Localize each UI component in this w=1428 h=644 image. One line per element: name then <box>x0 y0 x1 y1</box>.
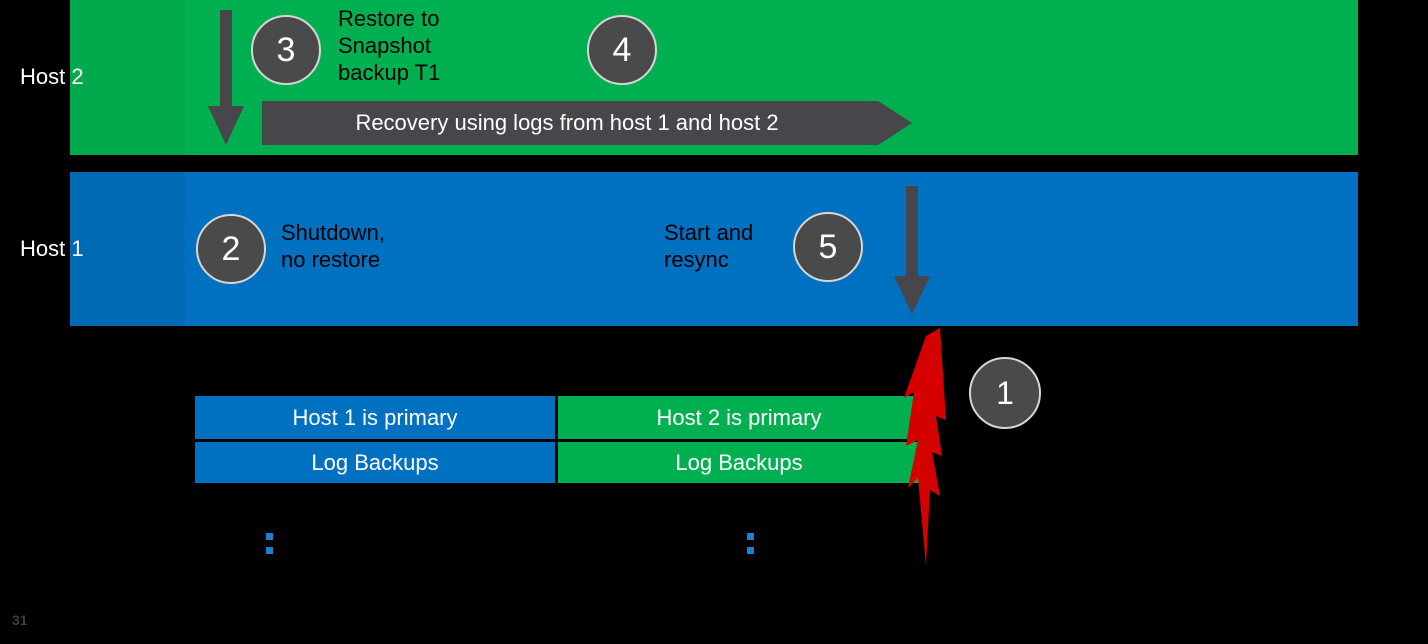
lightning-bolt-icon <box>904 328 946 566</box>
host1-label: Host 1 <box>20 236 84 261</box>
timeline-cell-host1-primary: Host 1 is primary <box>195 396 555 439</box>
timeline-cell-host2-log-backups: Log Backups <box>558 442 920 483</box>
host1-band <box>70 172 1358 326</box>
timeline-marker-left-dot-bottom <box>266 547 273 554</box>
timeline-cell-host2-primary: Host 2 is primary <box>558 396 920 439</box>
host2-label: Host 2 <box>20 64 84 89</box>
step-5-circle[interactable]: 5 <box>793 212 863 282</box>
host2-down-arrow-icon <box>208 10 244 145</box>
step-5-caption: Start and resync <box>664 220 754 272</box>
timeline-cell-host1-log-backups: Log Backups <box>195 442 555 483</box>
timeline-marker-right <box>747 533 754 558</box>
step-4-circle[interactable]: 4 <box>587 15 657 85</box>
step-3-caption: Restore to Snapshot backup T1 <box>338 6 441 85</box>
timeline-marker-left-dot-top <box>266 533 273 540</box>
step-2-circle[interactable]: 2 <box>196 214 266 284</box>
host1-down-arrow-icon <box>894 186 930 314</box>
page-number: 31 <box>12 612 28 628</box>
timeline-marker-right-dot-bottom <box>747 547 754 554</box>
timeline-marker-right-dot-top <box>747 533 754 540</box>
timeline-marker-left <box>266 533 273 558</box>
host2-label-cell <box>70 0 185 155</box>
step-2-caption: Shutdown, no restore <box>281 220 385 272</box>
host1-label-cell <box>70 172 185 326</box>
step-1-circle[interactable]: 1 <box>969 357 1041 429</box>
recovery-arrow-shape <box>262 101 912 145</box>
step-3-circle[interactable]: 3 <box>251 15 321 85</box>
